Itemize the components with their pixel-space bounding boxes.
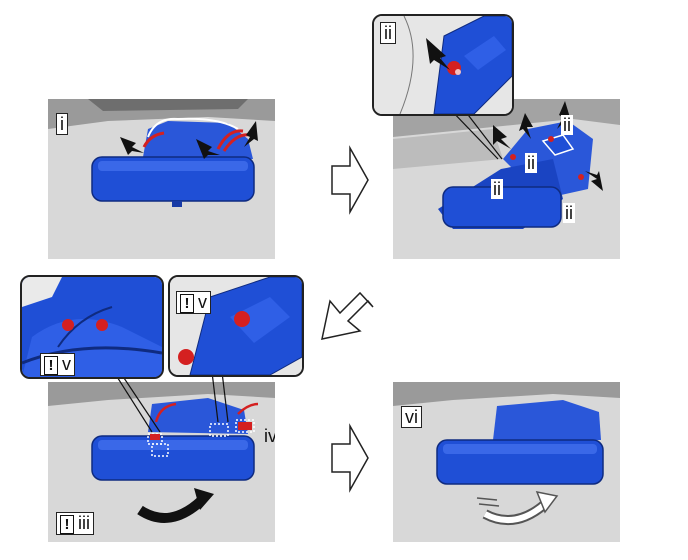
step-2-callout-3: ii xyxy=(561,115,573,135)
step-4-illustration xyxy=(393,382,620,542)
step-3-label-text: iii xyxy=(78,513,90,533)
step-4-panel: vi xyxy=(393,382,620,542)
step-1-panel: i xyxy=(48,99,275,259)
step-3-inset-left-label: !v xyxy=(40,353,75,376)
step-2-callout-4: ii xyxy=(563,203,575,223)
right-arrow-icon xyxy=(331,145,369,215)
step-1-illustration xyxy=(48,99,275,259)
warning-mark-icon: ! xyxy=(60,515,74,534)
step-4-label: vi xyxy=(401,406,422,428)
warning-mark-icon: ! xyxy=(180,294,194,313)
step-2-detail-inset: ii xyxy=(372,14,514,116)
right-arrow-icon-2 xyxy=(331,423,369,493)
step-2-panel: ii ii ii ii xyxy=(393,99,620,259)
step-2-callout-1: ii xyxy=(491,179,503,199)
step-2-detail-illustration xyxy=(374,16,512,114)
step-3-detail-inset-right: !v xyxy=(168,275,304,377)
step-2-callout-2: ii xyxy=(525,153,537,173)
down-left-arrow-icon xyxy=(321,291,374,340)
step-3-detail-inset-left: !v xyxy=(20,275,164,379)
step-3-panel: iv ! iii xyxy=(48,382,275,542)
warning-mark-icon: ! xyxy=(44,356,58,375)
step-3-inset-left-label-text: v xyxy=(62,354,71,374)
step-2-inset-label: ii xyxy=(380,22,396,44)
step-1-label: i xyxy=(56,113,68,135)
step-2-illustration xyxy=(393,99,620,259)
step-3-inset-right-label: !v xyxy=(176,291,211,314)
step-3-label: ! iii xyxy=(56,512,94,535)
step-3-leader-lines xyxy=(113,371,229,433)
step-3-callout: iv xyxy=(264,426,275,446)
step-3-inset-right-label-text: v xyxy=(198,292,207,312)
